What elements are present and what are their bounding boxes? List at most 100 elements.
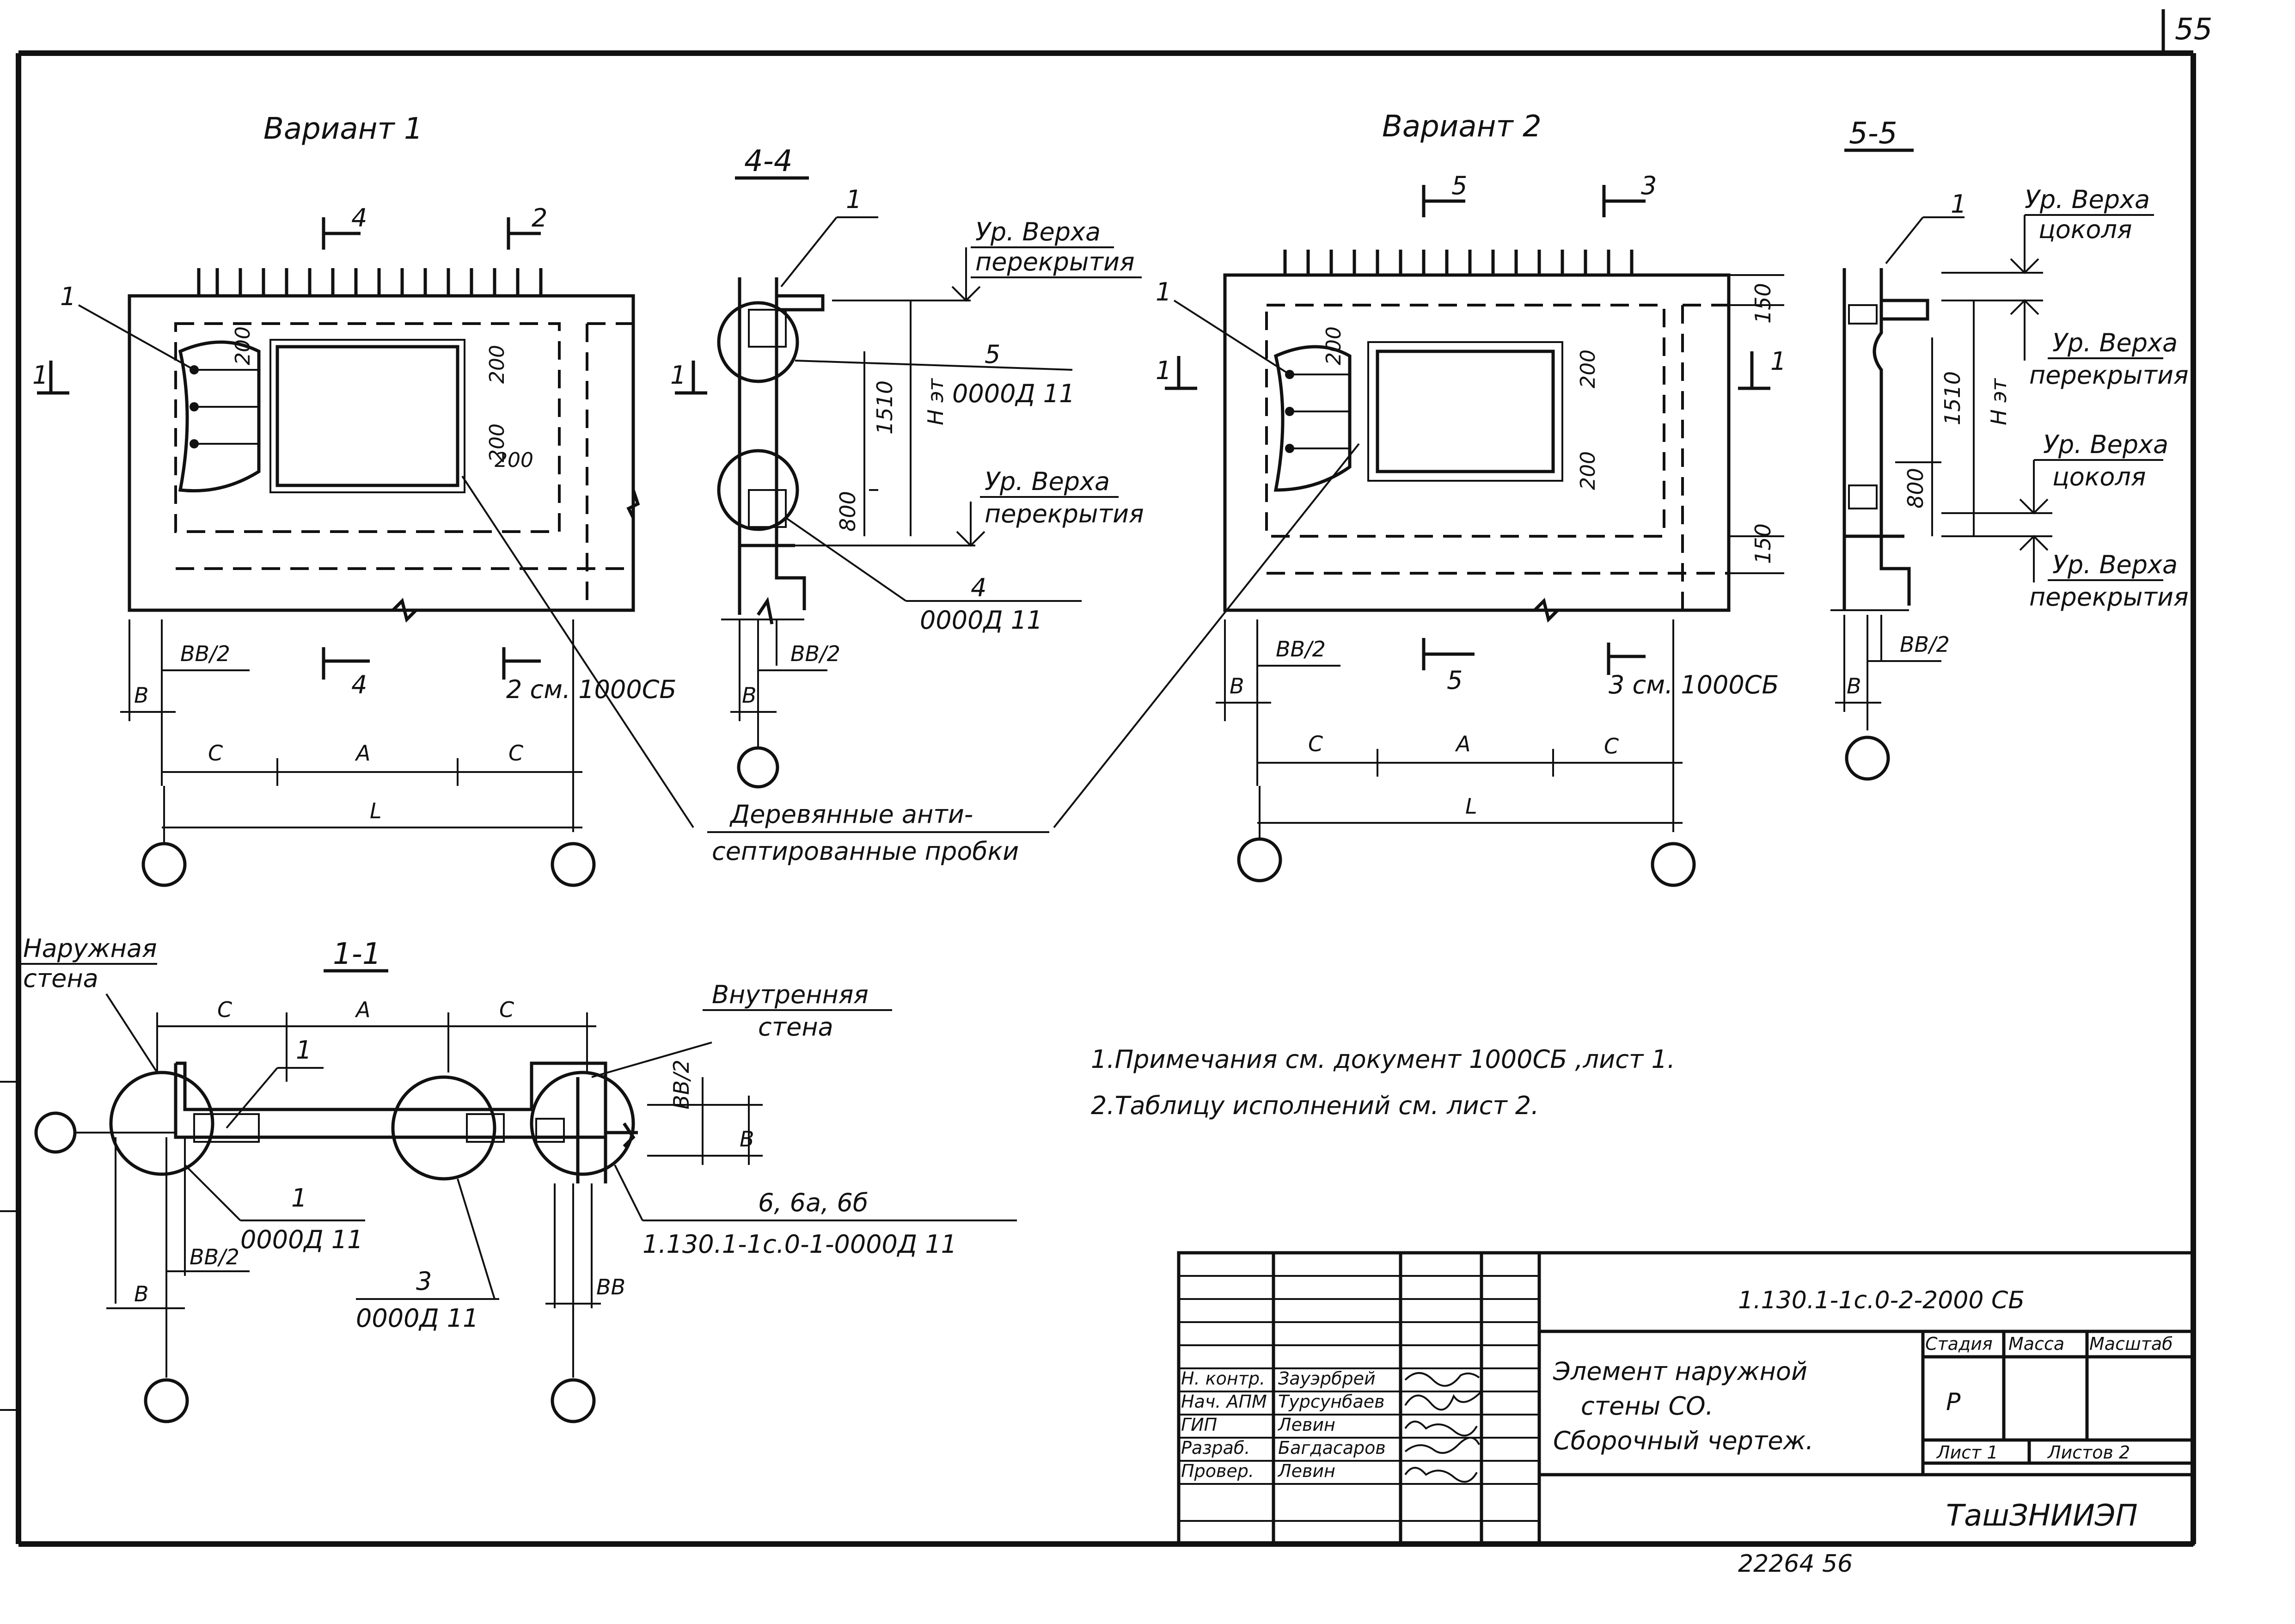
svg-text:5: 5 — [1447, 666, 1463, 695]
section11-detail3-ref: 0000Д 11 — [356, 1304, 479, 1333]
section44-dim-het: Н эт — [923, 378, 948, 425]
variant2-dim-150-bot: 150 — [1750, 523, 1775, 564]
section55-title: 5-5 — [1849, 116, 1897, 151]
section55-dim-bb2: ВВ/2 — [1900, 632, 1950, 657]
svg-text:ВВ/2: ВВ/2 — [180, 641, 230, 666]
variant1-section-mark-top-right: 2 — [507, 203, 547, 250]
note-2: 2.Таблицу исполнений см. лист 2. — [1091, 1091, 1539, 1120]
note-1: 1.Примечания см. документ 1000СБ ,лист 1… — [1091, 1045, 1675, 1074]
svg-text:3: 3 — [1641, 171, 1657, 200]
section11-dim-bb2-right: ВВ/2 — [669, 1060, 694, 1109]
section44-detail5-ref: 0000Д 11 — [952, 379, 1075, 408]
svg-text:4: 4 — [351, 203, 367, 233]
plugs-note-line1: Деревянные анти- — [729, 800, 973, 829]
section44-level-bot-2: перекрытия — [985, 499, 1144, 528]
signature — [1404, 1372, 1480, 1387]
section11-callout: 1 — [296, 1036, 312, 1065]
title-block: 1.130.1-1с.0-2-2000 СБ Элемент наружной … — [1177, 1251, 2195, 1546]
variant2-cut-right: 1 — [1770, 347, 1786, 376]
section55-lvl3-a: Ур. Верха — [2043, 430, 2168, 459]
section11-dim-b-left: В — [134, 1281, 149, 1306]
variant2-dim-plug-1: 200 — [1322, 326, 1346, 365]
section11-detail6-ref: 1.130.1-1с.0-1-0000Д 11 — [643, 1230, 957, 1259]
variant2-elevation: Вариант 2 — [1156, 110, 1786, 887]
tb-role: Н. контр. — [1181, 1368, 1265, 1389]
section55-dim-het: Н эт — [1986, 378, 2011, 425]
section44-level-bot-1: Ур. Верха — [985, 467, 1110, 496]
variant1-dim-plug-2: 200 — [485, 345, 509, 384]
variant1-elevation: Вариант 1 — [32, 112, 707, 887]
tb-name-1: Элемент наружной — [1553, 1357, 1807, 1386]
svg-text:ВВ/2: ВВ/2 — [1276, 637, 1326, 662]
signature — [1404, 1467, 1478, 1483]
tb-name-3: Сборочный чертеж. — [1553, 1426, 1813, 1455]
variant1-rebar-ticks — [197, 268, 543, 296]
section11-detail6-num: 6, 6а, 6б — [758, 1188, 868, 1217]
signature — [1404, 1391, 1482, 1411]
tb-person: Левин — [1277, 1415, 1335, 1435]
tb-sheet-label: Лист 1 — [1936, 1442, 1998, 1463]
tb-person: Зауэрбрей — [1278, 1368, 1376, 1389]
section-4-4: 4-4 1 Ур. Верха перекрытия 5 0000Д 11 15… — [717, 144, 1144, 789]
variant1-section-mark-top-left: 4 — [322, 203, 367, 250]
tb-name-2: стены СО. — [1581, 1391, 1714, 1421]
section44-detail5-num: 5 — [985, 340, 1000, 369]
tb-role: ГИП — [1181, 1415, 1217, 1435]
variant1-dim-plug-3: 200 — [485, 423, 509, 462]
variant2-section-mark-bottom-left: 5 — [1422, 638, 1475, 695]
tb-org: ТашЗНИИЭП — [1946, 1499, 2138, 1533]
tb-doc-code: 1.130.1-1с.0-2-2000 СБ — [1738, 1287, 2025, 1314]
variant2-dim-plug-3: 200 — [1576, 451, 1600, 490]
svg-text:С: С — [508, 741, 523, 766]
tb-person: Турсунбаев — [1278, 1391, 1385, 1412]
variant1-panel-outline — [128, 294, 635, 612]
section11-detail1-num: 1 — [291, 1183, 307, 1213]
plugs-note: Деревянные анти- септированные пробки — [461, 443, 1360, 866]
section55-lvl2-b: перекрытия — [2029, 361, 2189, 390]
tb-stage-value: Р — [1946, 1388, 1961, 1416]
svg-text:С: С — [1604, 734, 1619, 759]
variant1-axis-right — [551, 842, 596, 887]
variant2-dim-150-top: 150 — [1750, 283, 1775, 324]
tb-role: Провер. — [1181, 1461, 1254, 1481]
section11-detail1-ref: 0000Д 11 — [240, 1225, 363, 1254]
plugs-note-line2: септированные пробки — [712, 837, 1019, 866]
section44-dim-800: 800 — [835, 491, 860, 532]
svg-text:2: 2 — [532, 203, 547, 233]
variant2-window-opening — [1376, 349, 1555, 473]
variant2-section-mark-top-left: 5 — [1422, 171, 1467, 217]
variant1-cut-left: 1 — [32, 361, 48, 390]
variant1-dim-plug-4: 200 — [495, 448, 533, 472]
section11-dim-bb2-left: ВВ/2 — [190, 1244, 239, 1269]
section44-dim-1510: 1510 — [872, 380, 897, 435]
section11-dim-c-right: С — [499, 997, 514, 1022]
section44-callout: 1 — [846, 185, 862, 214]
tb-scale-label: Масштаб — [2089, 1334, 2173, 1354]
section55-dim-1510: 1510 — [1940, 371, 1965, 425]
section11-title: 1-1 — [333, 937, 381, 971]
svg-text:С: С — [1308, 731, 1323, 756]
section-5-5: 5-5 1 Ур. Верха цоколя Ур. Верха перекры… — [1830, 116, 2189, 781]
tb-role: Нач. АПМ — [1181, 1391, 1267, 1412]
variant1-title: Вариант 1 — [263, 112, 423, 146]
section55-lvl3-b: цоколя — [2052, 462, 2146, 491]
variant2-axis-left — [1237, 837, 1282, 882]
variant2-callout: 1 — [1156, 277, 1171, 306]
section11-dim-b-right: В — [740, 1127, 754, 1152]
variant1-axis-left — [141, 842, 187, 887]
svg-text:3 см. 1000СБ: 3 см. 1000СБ — [1609, 670, 1779, 699]
section11-outer-wall-2: стена — [23, 964, 98, 993]
svg-text:4: 4 — [351, 670, 367, 699]
variant1-dimensions: ВВ/2 В С А С L — [120, 619, 582, 832]
variant2-title: Вариант 2 — [1382, 110, 1542, 144]
variant2-section-mark-top-right: 3 — [1602, 171, 1657, 217]
svg-text:А: А — [1455, 731, 1470, 756]
variant2-panel-outline — [1223, 273, 1731, 612]
section44-dim-b: В — [742, 683, 757, 708]
tb-person: Левин — [1277, 1461, 1335, 1481]
variant2-cut-left: 1 — [1156, 356, 1171, 385]
bottom-stamp: 22264 56 — [1738, 1550, 1853, 1578]
section11-inner-wall-2: стена — [758, 1012, 833, 1042]
section44-title: 4-4 — [744, 144, 793, 178]
svg-text:5: 5 — [1451, 171, 1467, 200]
